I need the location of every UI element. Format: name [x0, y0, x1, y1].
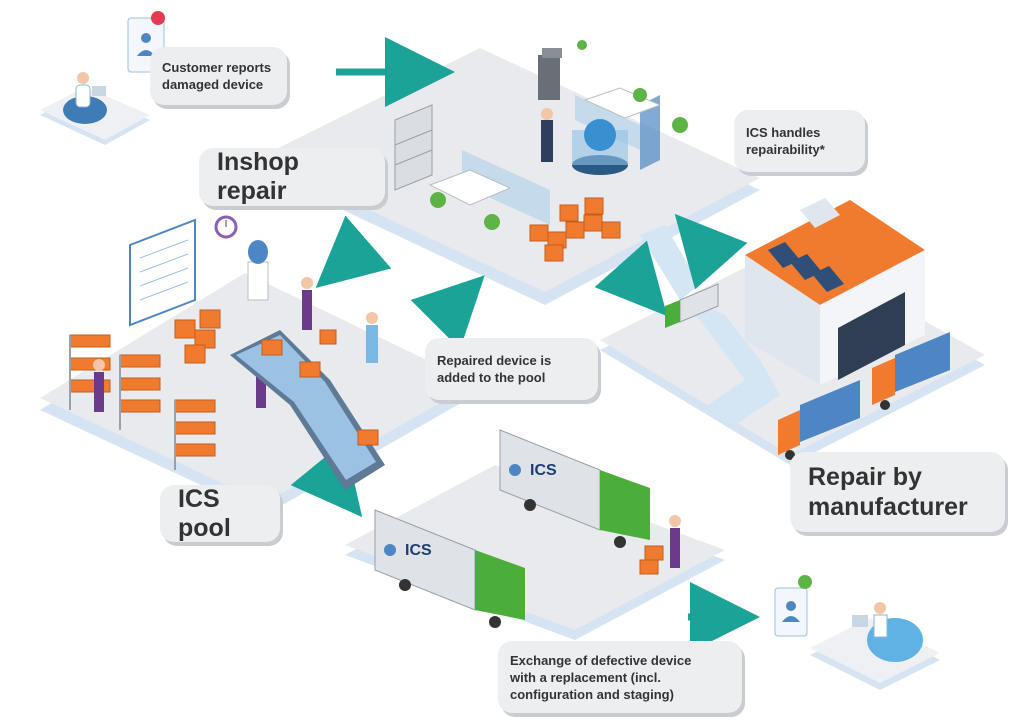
truck-brand-text: ICS [530, 462, 557, 479]
label-exchange: Exchange of defective device with a repl… [498, 641, 742, 713]
manufacturer-building [745, 198, 925, 385]
label-inshop-repair-text: Inshop repair [217, 148, 299, 205]
label-ics-pool-text: ICS pool [178, 484, 231, 542]
plant-icon [577, 40, 587, 50]
inshop-office [394, 40, 688, 262]
flow-arrows [290, 37, 760, 652]
label-exchange-text: Exchange of defective device with a repl… [510, 652, 692, 702]
delivery-worker [639, 515, 681, 575]
warehouse-pool [69, 215, 385, 490]
label-inshop-repair: Inshop repair [199, 148, 385, 206]
label-customer-reports-text: Customer reports damaged device [162, 60, 272, 92]
label-repaired-device-text: Repaired device is added to the pool [437, 353, 552, 385]
label-customer-reports: Customer reports damaged device [150, 47, 287, 105]
ics-truck-front: ICS [374, 509, 525, 628]
solar-panel-icon [768, 242, 844, 292]
label-ics-handles: ICS handles repairability* [734, 110, 865, 172]
chat-bubble-icon-2 [774, 575, 812, 637]
clock-icon [214, 215, 238, 239]
label-repair-by-manufacturer: Repair by manufacturer [790, 452, 1005, 532]
water-cooler-icon [247, 240, 269, 301]
label-repair-by-manufacturer-text: Repair by manufacturer [808, 463, 968, 521]
arrow-to-pool [315, 215, 392, 288]
label-repaired-device: Repaired device is added to the pool [425, 338, 598, 400]
customer-person-icon [63, 72, 107, 124]
exchange-platform [345, 465, 725, 640]
truck-brand-text-2: ICS [405, 542, 432, 559]
arrow-to-exchange [290, 440, 363, 518]
ics-truck-back: ICS [499, 429, 650, 548]
arrow-to-road [594, 240, 668, 317]
arrow-from-pool-up [410, 275, 485, 350]
globe-icon [584, 119, 616, 151]
road-truck [665, 283, 719, 328]
orange-trucks [778, 332, 950, 460]
arrow-to-shop [674, 213, 748, 290]
customer-end-person-icon [852, 602, 923, 662]
road [675, 300, 780, 425]
label-ics-pool: ICS pool [160, 485, 280, 542]
label-ics-handles-text: ICS handles repairability* [746, 125, 825, 157]
